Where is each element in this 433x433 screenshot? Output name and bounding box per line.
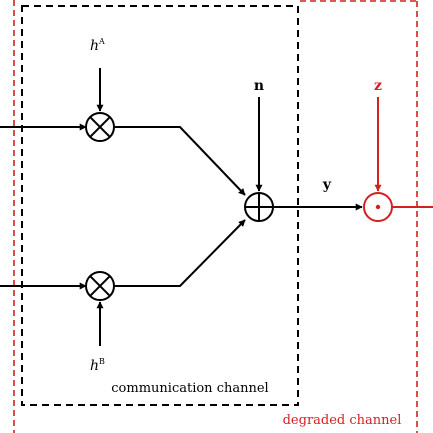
label-h-a-base: h (90, 38, 99, 54)
label-h-b-sup: B (99, 357, 105, 366)
label-z: z (374, 78, 382, 94)
label-n: n (254, 78, 264, 94)
label-degraded-channel: degraded channel (283, 413, 402, 428)
label-h-b: hB (90, 357, 105, 374)
degradation-operator-icon (363, 192, 393, 222)
label-h-a: hA (90, 37, 105, 54)
label-communication-channel: communication channel (111, 381, 268, 396)
label-h-a-sup: A (98, 37, 105, 46)
branch-b-line (114, 219, 246, 287)
communication-channel-box (21, 5, 299, 406)
degraded-channel-box (13, 0, 418, 433)
label-h-b-base: h (90, 358, 99, 374)
multiplier-b-icon (85, 271, 115, 301)
label-y: y (322, 177, 332, 193)
branch-a-line (114, 126, 246, 196)
adder-icon (244, 192, 274, 222)
multiplier-a-icon (85, 112, 115, 142)
